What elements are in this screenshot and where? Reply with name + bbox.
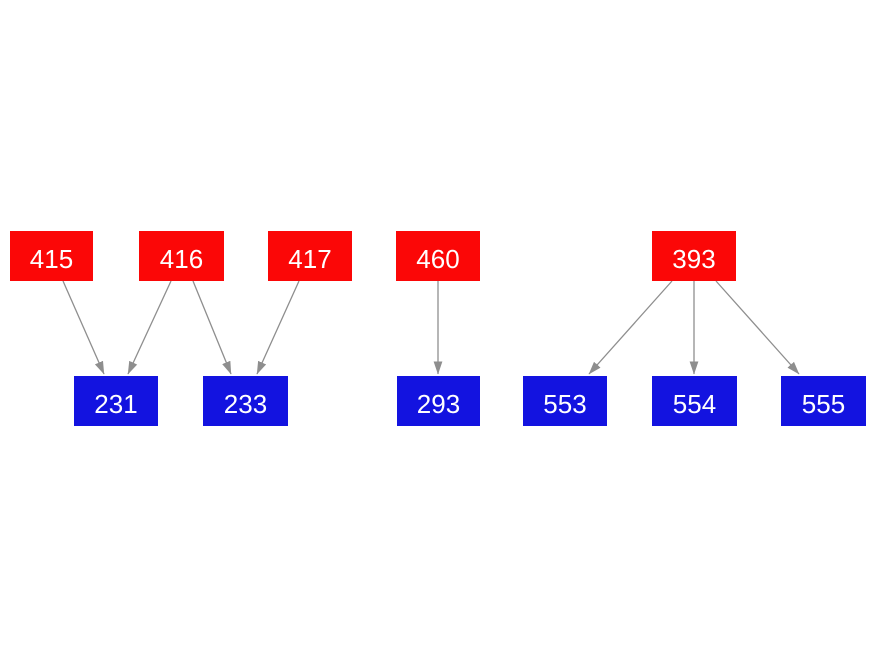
edge-417-to-233	[256, 280, 300, 375]
node-417: 417	[268, 231, 352, 281]
node-231: 231	[74, 376, 158, 426]
node-label: 231	[94, 388, 138, 419]
node-label: 553	[543, 388, 587, 419]
node-label: 416	[159, 243, 204, 274]
edge-416-to-233	[192, 280, 232, 375]
node-460: 460	[396, 231, 480, 281]
node-label: 417	[288, 243, 332, 274]
edge-393-to-553	[588, 280, 673, 375]
node-555: 555	[781, 376, 866, 426]
node-554: 554	[652, 376, 737, 426]
node-label: 554	[672, 388, 717, 419]
node-553: 553	[523, 376, 607, 426]
node-415: 415	[10, 231, 93, 281]
edge-415-to-231	[62, 280, 105, 375]
edge-416-to-231	[127, 280, 172, 375]
node-label: 393	[672, 243, 716, 274]
node-label: 555	[801, 388, 846, 419]
node-393: 393	[652, 231, 736, 281]
node-label: 233	[223, 388, 268, 419]
node-label: 293	[416, 388, 461, 419]
node-233: 233	[203, 376, 288, 426]
node-416: 416	[139, 231, 224, 281]
node-label: 460	[416, 243, 460, 274]
edge-393-to-555	[715, 280, 800, 375]
node-293: 293	[397, 376, 480, 426]
node-label: 415	[29, 243, 74, 274]
